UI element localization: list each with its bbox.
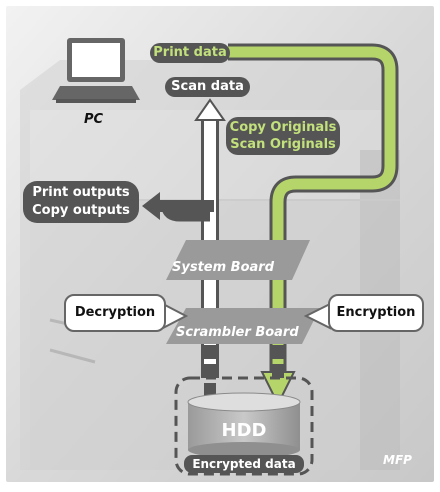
copy-scan-originals-label: Copy Originals Scan Originals (226, 117, 340, 155)
print-data-label: Print data (150, 43, 230, 63)
encrypted-data-label: Encrypted data (184, 455, 304, 473)
scan-data-label: Scan data (165, 77, 250, 97)
scan-originals-text: Scan Originals (230, 137, 336, 152)
hdd-label: HDD (221, 420, 267, 441)
copy-outputs-text: Copy outputs (32, 203, 130, 218)
dashed-decrypt-line (204, 345, 216, 397)
encryption-callout: Encryption (328, 294, 424, 332)
system-board-label: System Board (172, 260, 275, 275)
scrambler-board (166, 308, 320, 344)
output-arrow (142, 192, 214, 222)
decryption-callout: Decryption (64, 294, 166, 332)
hdd-cylinder (187, 392, 301, 458)
print-outputs-text: Print outputs (32, 185, 130, 200)
pc-label: PC (84, 112, 104, 127)
hdd-frame (174, 376, 314, 476)
system-board (166, 240, 310, 280)
dashed-encrypt-line (272, 345, 284, 378)
copy-originals-text: Copy Originals (229, 120, 337, 135)
laptop-icon (52, 38, 140, 103)
outputs-label: Print outputs Copy outputs (23, 181, 139, 223)
scrambler-board-label: Scrambler Board (176, 325, 299, 340)
mfp-label: MFP (383, 453, 412, 467)
print-data-arrow (228, 43, 399, 407)
